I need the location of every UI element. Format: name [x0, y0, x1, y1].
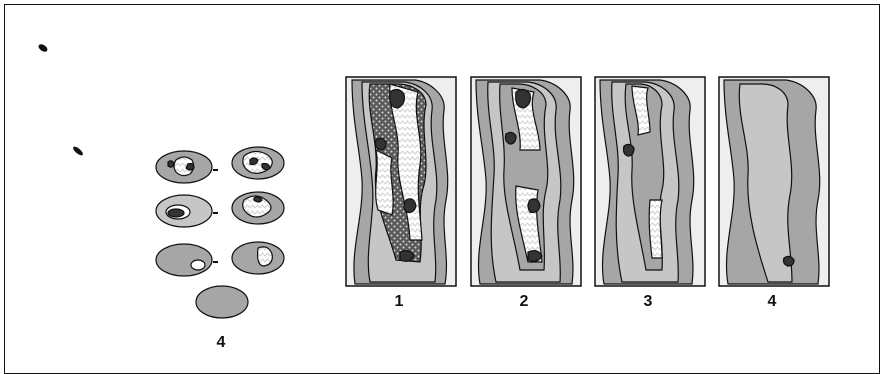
panel-2 [470, 76, 582, 287]
panel-label-2: 2 [519, 293, 529, 310]
stray-mark [38, 44, 48, 52]
panel-4 [718, 76, 830, 287]
oval-row-3 [155, 241, 285, 277]
oval-icon [155, 243, 213, 277]
sequence-final-label: 4 [216, 334, 226, 351]
diagram-canvas [38, 44, 830, 319]
oval-final [195, 285, 249, 319]
panel-label-3: 3 [643, 293, 653, 310]
oval-row-2 [155, 191, 285, 228]
panel-label-4: 4 [767, 293, 777, 310]
panel-label-1: 1 [394, 293, 404, 310]
panel-3 [594, 76, 706, 287]
oval-sequence [155, 146, 285, 319]
stray-mark [73, 146, 83, 156]
panel-1 [345, 76, 457, 287]
oval-row-1 [155, 146, 285, 184]
